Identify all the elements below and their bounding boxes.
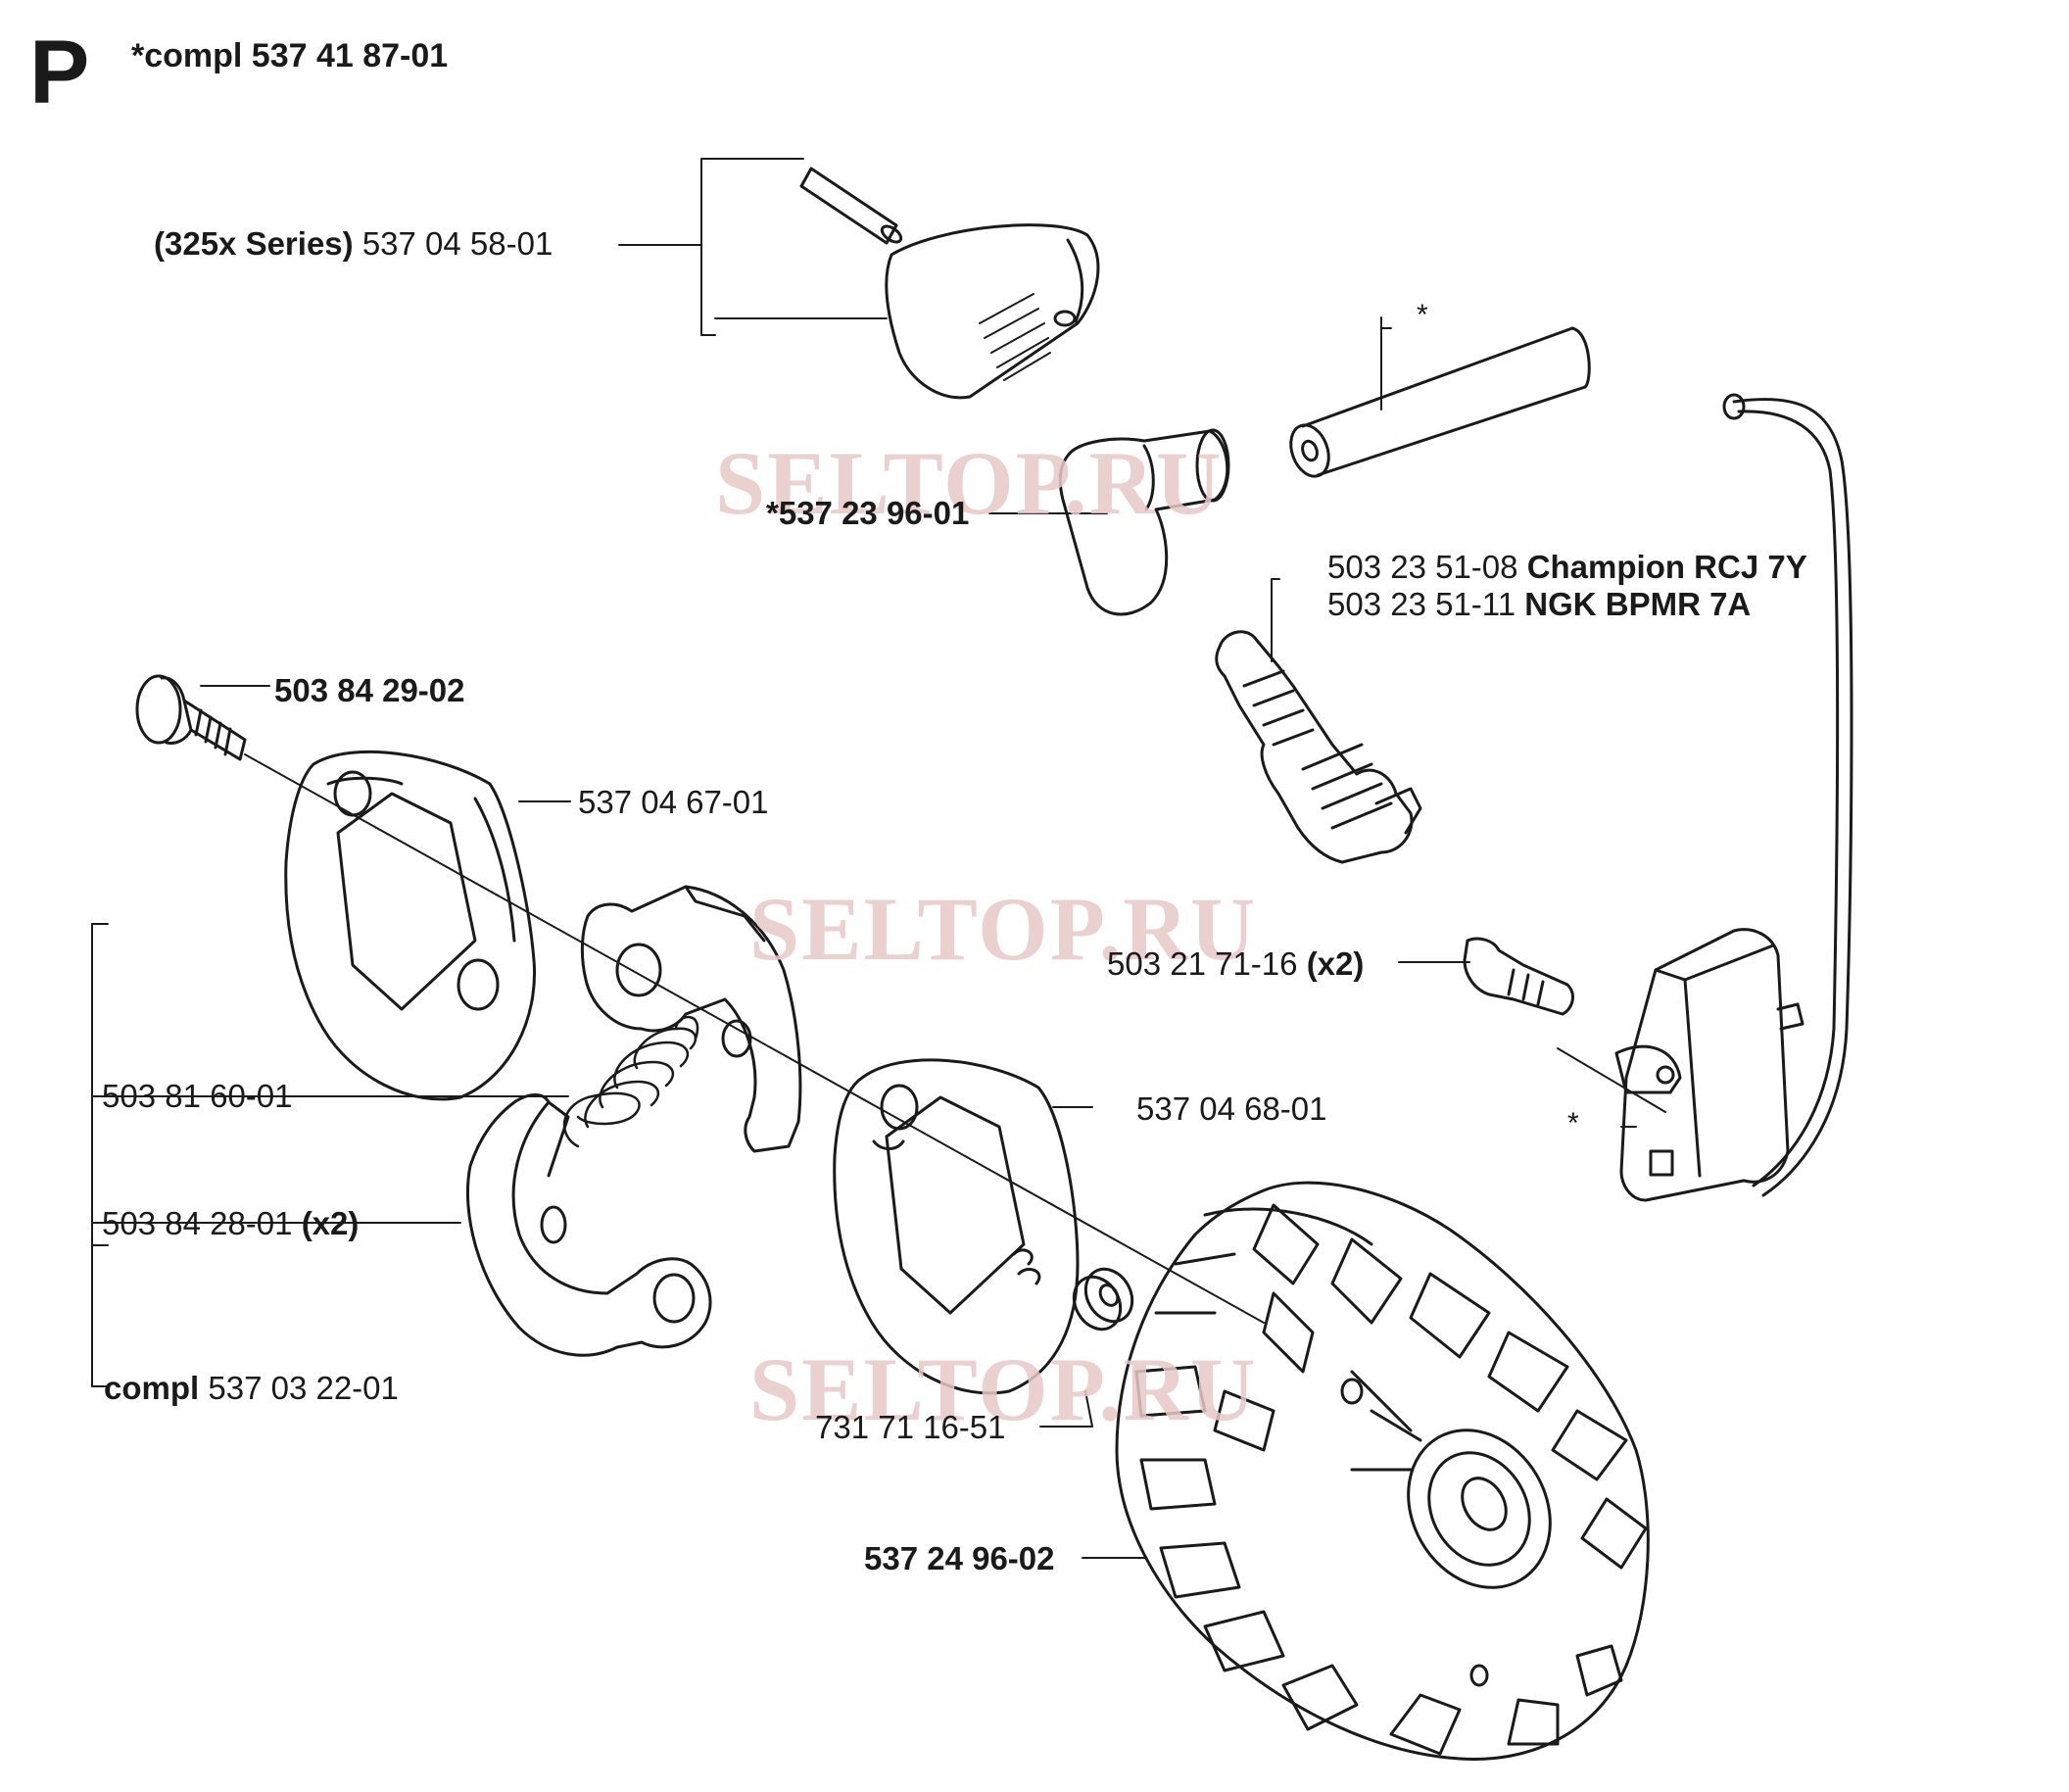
clutch-shoe-upper-drawing	[580, 885, 802, 1153]
flywheel-drawing	[1115, 1181, 1650, 1762]
label-shoe-part: 503 84 28-01	[102, 1205, 293, 1241]
label-washer: 731 71 16-51	[815, 1409, 1006, 1445]
plug-cap-drawing	[885, 223, 1100, 400]
label-cap: (325x Series) 537 04 58-01	[154, 225, 553, 263]
label-compl-prefix: compl	[104, 1370, 200, 1406]
label-plate-1: 537 04 67-01	[578, 784, 769, 820]
label-cap-series: (325x Series)	[154, 225, 354, 262]
clutch-shoe-lower-drawing	[466, 1093, 712, 1357]
clutch-plate-1-drawing	[284, 750, 537, 1101]
assembly-title: *compl 537 41 87-01	[131, 37, 449, 74]
label-boot: *537 23 96-01	[766, 495, 969, 532]
boot-drawing	[1058, 428, 1230, 616]
ht-lead-drawing	[1722, 393, 1853, 1197]
watermark-2: SELTOP.RU	[749, 879, 1258, 979]
leader-lines	[91, 158, 1637, 1559]
watermark-1: SELTOP.RU	[715, 433, 1224, 533]
label-plug-1: 503 23 51-08 Champion RCJ 7Y	[1327, 549, 1807, 586]
clutch-screw-drawing	[135, 674, 247, 761]
label-boot-part: *537 23 96-01	[766, 495, 970, 531]
label-plate-2: 537 04 68-01	[1136, 1090, 1327, 1127]
star-lead: *	[1417, 299, 1428, 331]
label-plug-1-name: Champion RCJ 7Y	[1526, 549, 1807, 585]
ignition-axis-line	[1557, 1047, 1666, 1113]
label-compl-part: 537 03 22-01	[208, 1370, 399, 1406]
label-ignition-screw-qty: (x2)	[1306, 945, 1365, 982]
label-ignition-screw-part: 503 21 71-16	[1107, 945, 1298, 982]
clutch-plate-2-drawing	[833, 1058, 1080, 1395]
label-shoe: 503 84 28-01 (x2)	[102, 1205, 359, 1242]
spark-plug-drawing	[1215, 630, 1422, 864]
ignition-module-drawing	[1614, 928, 1804, 1202]
label-screw: 503 84 29-02	[274, 672, 465, 709]
label-plug-2-part: 503 23 51-11	[1327, 586, 1516, 622]
label-plug-2-name: NGK BPMR 7A	[1524, 586, 1752, 622]
section-letter: P	[29, 23, 90, 122]
assembly-axis-line	[244, 753, 1265, 1324]
label-screw-part: 503 84 29-02	[274, 672, 465, 708]
label-plug-2: 503 23 51-11 NGK BPMR 7A	[1327, 586, 1751, 623]
star-module: *	[1567, 1107, 1579, 1139]
label-shoe-qty: (x2)	[301, 1205, 360, 1241]
ignition-lead-drawing	[1289, 326, 1591, 478]
spring-drawing	[562, 1015, 699, 1148]
label-flywheel: 537 24 96-02	[864, 1540, 1055, 1577]
ignition-screw-drawing	[1463, 937, 1574, 1016]
watermark-3: SELTOP.RU	[749, 1339, 1258, 1439]
label-cap-part: 537 04 58-01	[361, 225, 553, 262]
cap-pin-drawing	[799, 167, 903, 245]
label-flywheel-part: 537 24 96-02	[864, 1540, 1055, 1576]
label-ignition-screw: 503 21 71-16 (x2)	[1107, 945, 1364, 983]
washer-drawing	[1072, 1267, 1134, 1332]
label-compl: compl 537 03 22-01	[104, 1370, 399, 1407]
label-spring: 503 81 60-01	[102, 1078, 293, 1114]
label-plug-1-part: 503 23 51-08	[1327, 549, 1518, 585]
